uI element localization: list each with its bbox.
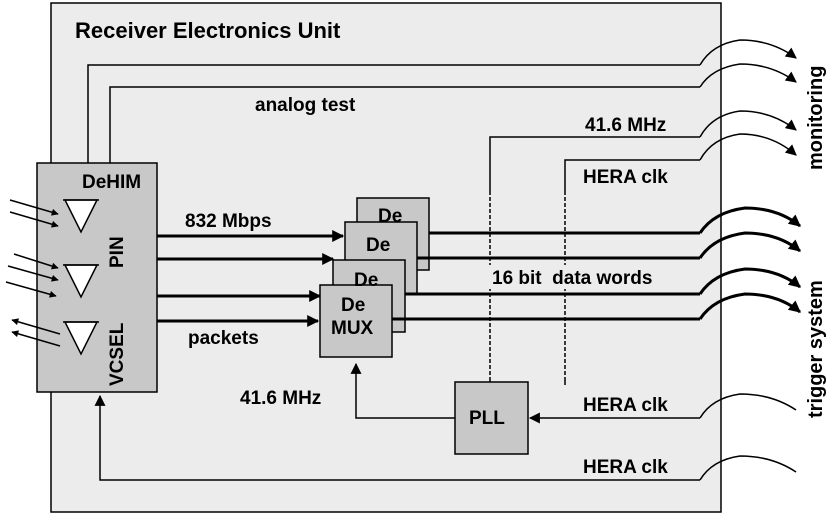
demux-third-label: De <box>354 270 378 291</box>
data-words-label: 16 bit data words <box>492 268 652 289</box>
demux-box-1 <box>319 284 393 358</box>
demux-front-label-2: MUX <box>331 318 374 339</box>
hera-clk-bottom-label: HERA clk <box>583 457 668 478</box>
packets-label: packets <box>188 328 259 349</box>
demux-front-label-1: De <box>341 295 365 316</box>
pll-box <box>454 381 529 455</box>
analog-test-label: analog test <box>255 95 356 116</box>
hera-clk-top-label: HERA clk <box>583 167 668 188</box>
monitoring-label: monitoring <box>805 66 827 170</box>
data-word-lines <box>392 206 801 321</box>
monitoring-lines <box>87 39 797 163</box>
dotted-lines <box>489 195 566 380</box>
pll-label: PLL <box>469 408 505 429</box>
hera-clk-mid-label: HERA clk <box>583 395 668 416</box>
dehim-label: DeHIM <box>82 172 141 193</box>
vcsel-label: VCSEL <box>107 322 128 386</box>
unit-title: Receiver Electronics Unit <box>75 18 341 43</box>
freq-top-label: 41.6 MHz <box>585 115 666 136</box>
freq-left-label: 41.6 MHz <box>240 388 321 409</box>
light-arrows <box>5 199 61 347</box>
photodiode-icons <box>63 199 99 356</box>
trigger-system-label: trigger system <box>805 280 827 418</box>
demux-mid-label: De <box>366 235 390 256</box>
dehim-box <box>36 162 158 393</box>
serial-links <box>157 230 345 327</box>
pll-clock-lines <box>94 362 797 481</box>
data-words-label-bg <box>488 265 700 289</box>
pin-label: PIN <box>107 236 128 268</box>
demux-back-label: De <box>378 206 402 227</box>
mbps-label: 832 Mbps <box>185 211 272 232</box>
